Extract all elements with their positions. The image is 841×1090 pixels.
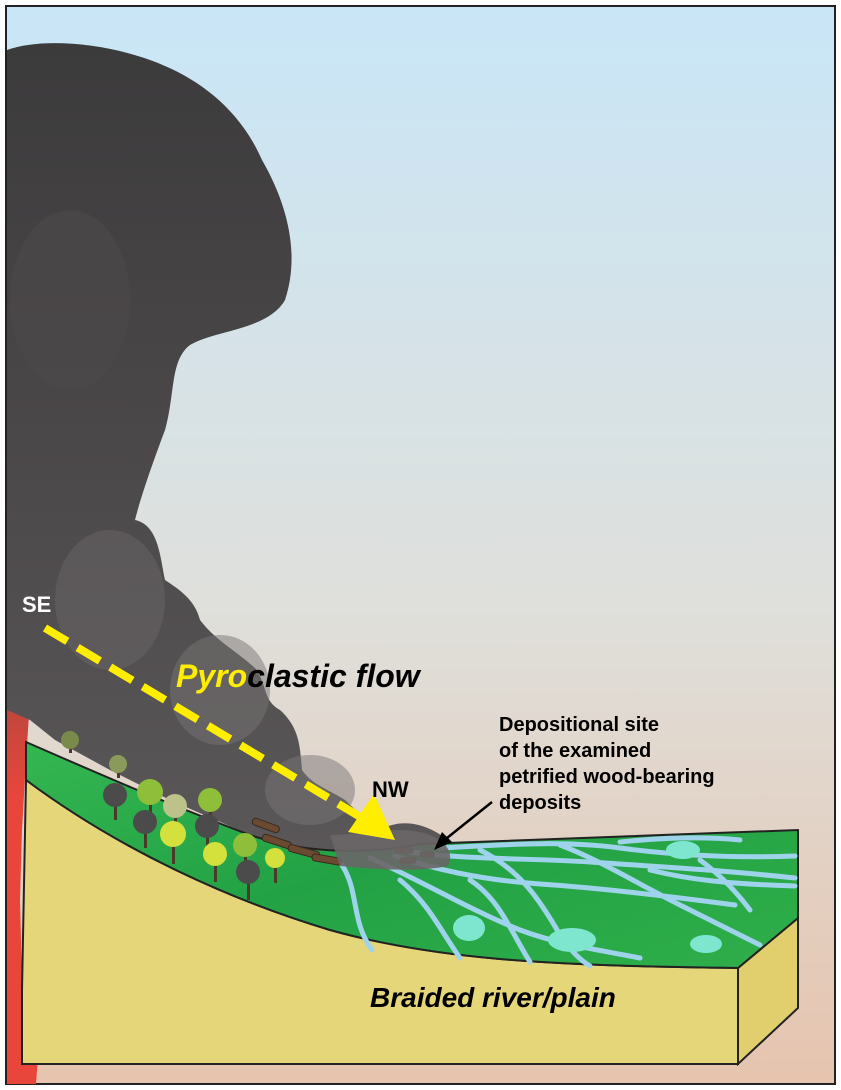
tree bbox=[236, 860, 260, 900]
tree bbox=[203, 842, 227, 882]
tree bbox=[160, 821, 186, 864]
label-site-line1: Depositional site bbox=[499, 714, 659, 736]
tree bbox=[137, 779, 163, 820]
pond bbox=[453, 915, 485, 941]
ash-billow bbox=[55, 530, 165, 670]
tree bbox=[103, 783, 127, 820]
label-nw: NW bbox=[372, 777, 409, 802]
site-pointer-line bbox=[441, 801, 493, 843]
label-site-line2: of the examined bbox=[499, 740, 651, 762]
label-pyroclastic-flow: Pyroclastic flow bbox=[176, 658, 422, 694]
label-se: SE bbox=[22, 592, 51, 617]
tree bbox=[109, 755, 127, 778]
flow-direction-arrow bbox=[42, 624, 365, 822]
pond bbox=[690, 935, 722, 953]
label-braided-river: Braided river/plain bbox=[370, 982, 616, 1013]
tree bbox=[265, 848, 285, 883]
label-site-line4: deposits bbox=[499, 792, 581, 814]
tree bbox=[61, 731, 79, 753]
ash-billow bbox=[10, 210, 130, 390]
label-site-line3: petrified wood-bearing bbox=[499, 766, 715, 788]
pond bbox=[666, 841, 700, 859]
flow-arrow-head bbox=[348, 794, 395, 840]
pyroclastic-deposit bbox=[330, 829, 451, 870]
site-pointer-head bbox=[434, 832, 452, 850]
forest bbox=[61, 731, 285, 900]
tree bbox=[133, 810, 157, 848]
pond bbox=[548, 928, 596, 952]
